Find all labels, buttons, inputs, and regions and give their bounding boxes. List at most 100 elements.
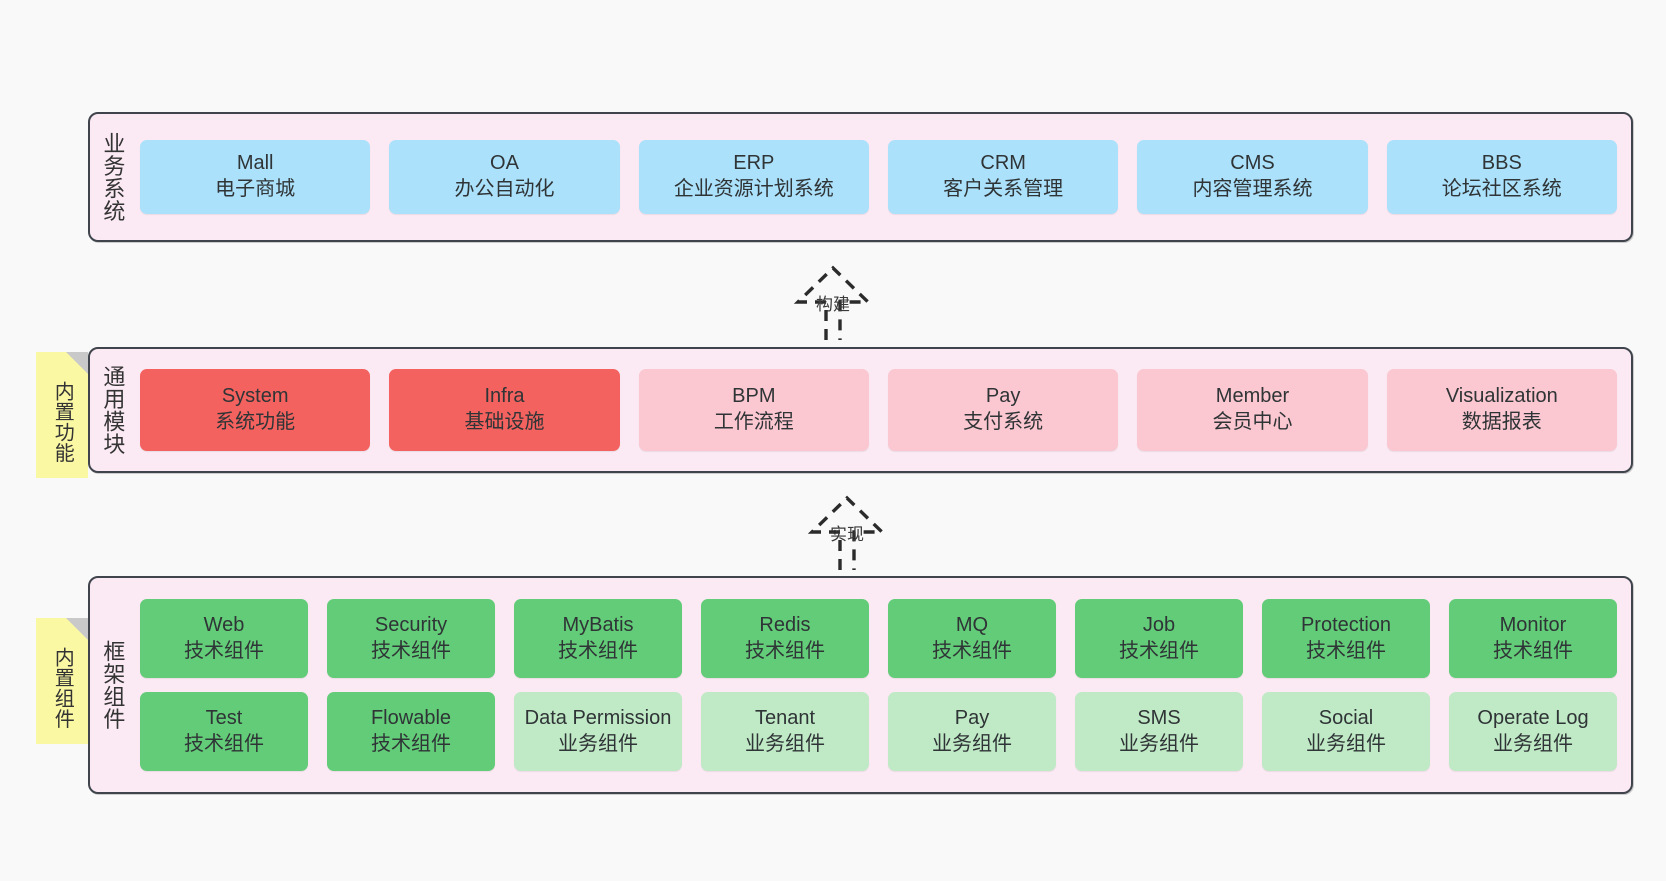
layer-common-modules-body: System 系统功能 Infra 基础设施 BPM 工作流程 Pay 支付系统… [134, 349, 1631, 471]
node-mall-subtitle: 电子商城 [215, 178, 296, 200]
framework-business-row: Test 技术组件 Flowable 技术组件 Data Permission … [140, 692, 1617, 771]
node-crm-subtitle: 客户关系管理 [943, 178, 1064, 200]
node-bpm[interactable]: BPM 工作流程 [638, 369, 869, 451]
node-mq[interactable]: MQ 技术组件 [888, 599, 1056, 678]
node-security-subtitle: 技术组件 [371, 639, 451, 662]
node-redis[interactable]: Redis 技术组件 [701, 599, 869, 678]
node-pay-component-title: Pay [954, 706, 990, 729]
layer-framework-components-label: 框架组件 [100, 640, 126, 730]
node-security-title: Security [374, 613, 448, 636]
layer-framework-components: 框架组件 Web 技术组件 Security 技术组件 MyBatis 技术组件… [88, 576, 1633, 794]
node-web-subtitle: 技术组件 [184, 639, 264, 662]
layer-business-systems: 业务系统 Mall 电子商城 OA 办公自动化 ERP 企业资源计划系统 CRM [88, 112, 1633, 242]
node-monitor-title: Monitor [1499, 613, 1567, 636]
note-fold-corner-icon [66, 352, 88, 374]
node-web[interactable]: Web 技术组件 [140, 599, 308, 678]
node-protection[interactable]: Protection 技术组件 [1262, 599, 1430, 678]
node-mq-title: MQ [955, 613, 989, 636]
common-modules-row: System 系统功能 Infra 基础设施 BPM 工作流程 Pay 支付系统… [140, 369, 1617, 451]
node-social-subtitle: 业务组件 [1306, 732, 1386, 755]
sticky-note-builtin-components: 内置组件 [36, 618, 88, 744]
node-flowable-subtitle: 技术组件 [371, 732, 451, 755]
node-social[interactable]: Social 业务组件 [1262, 692, 1430, 771]
node-sms-subtitle: 业务组件 [1119, 732, 1199, 755]
node-bbs[interactable]: BBS 论坛社区系统 [1386, 140, 1617, 214]
node-erp-subtitle: 企业资源计划系统 [673, 178, 834, 200]
node-pay-component[interactable]: Pay 业务组件 [888, 692, 1056, 771]
node-system[interactable]: System 系统功能 [140, 369, 371, 451]
sticky-note-builtin-functions: 内置功能 [36, 352, 88, 478]
node-operate-log-subtitle: 业务组件 [1493, 732, 1573, 755]
node-visualization-title: Visualization [1445, 385, 1558, 408]
node-flowable-title: Flowable [370, 706, 452, 729]
node-job-subtitle: 技术组件 [1119, 639, 1199, 662]
node-pay-module[interactable]: Pay 支付系统 [887, 369, 1119, 451]
node-pay-module-subtitle: 支付系统 [963, 411, 1044, 433]
node-data-permission[interactable]: Data Permission 业务组件 [514, 692, 682, 771]
node-job-title: Job [1142, 613, 1176, 636]
node-infra-subtitle: 基础设施 [464, 411, 545, 433]
node-erp[interactable]: ERP 企业资源计划系统 [638, 140, 869, 214]
node-protection-title: Protection [1300, 613, 1392, 636]
layer-framework-components-body: Web 技术组件 Security 技术组件 MyBatis 技术组件 Redi… [134, 578, 1631, 792]
layer-common-modules: 通用模块 System 系统功能 Infra 基础设施 BPM 工作流程 Pay [88, 347, 1633, 473]
node-flowable[interactable]: Flowable 技术组件 [327, 692, 495, 771]
node-sms-title: SMS [1137, 706, 1181, 729]
node-monitor[interactable]: Monitor 技术组件 [1449, 599, 1617, 678]
node-tenant[interactable]: Tenant 业务组件 [701, 692, 869, 771]
node-monitor-subtitle: 技术组件 [1493, 639, 1573, 662]
node-mybatis-subtitle: 技术组件 [558, 639, 638, 662]
node-erp-title: ERP [733, 152, 775, 175]
node-web-title: Web [203, 613, 245, 636]
node-mall[interactable]: Mall 电子商城 [140, 140, 371, 214]
node-bbs-subtitle: 论坛社区系统 [1441, 178, 1562, 200]
node-crm-title: CRM [980, 152, 1026, 175]
connector-build: 构建 [758, 262, 908, 342]
node-tenant-subtitle: 业务组件 [745, 732, 825, 755]
node-job[interactable]: Job 技术组件 [1075, 599, 1243, 678]
node-visualization-subtitle: 数据报表 [1461, 411, 1542, 433]
node-data-permission-title: Data Permission [524, 706, 672, 729]
node-crm[interactable]: CRM 客户关系管理 [887, 140, 1119, 214]
node-operate-log-title: Operate Log [1477, 706, 1589, 729]
node-mq-subtitle: 技术组件 [932, 639, 1012, 662]
node-security[interactable]: Security 技术组件 [327, 599, 495, 678]
node-bpm-subtitle: 工作流程 [713, 411, 794, 433]
node-bbs-title: BBS [1481, 152, 1522, 175]
connector-implement-label: 实现 [830, 525, 864, 544]
node-visualization[interactable]: Visualization 数据报表 [1386, 369, 1617, 451]
connector-build-shape [793, 265, 873, 340]
connector-build-label: 构建 [816, 295, 850, 314]
node-mybatis-title: MyBatis [562, 613, 634, 636]
node-oa-title: OA [490, 152, 519, 175]
node-oa[interactable]: OA 办公自动化 [389, 140, 620, 214]
node-system-subtitle: 系统功能 [215, 411, 296, 433]
node-redis-subtitle: 技术组件 [745, 639, 825, 662]
node-member[interactable]: Member 会员中心 [1137, 369, 1368, 451]
framework-tech-row: Web 技术组件 Security 技术组件 MyBatis 技术组件 Redi… [140, 599, 1617, 678]
node-infra[interactable]: Infra 基础设施 [389, 369, 620, 451]
node-test[interactable]: Test 技术组件 [140, 692, 308, 771]
node-redis-title: Redis [759, 613, 811, 636]
note-fold-corner-icon [66, 618, 88, 640]
node-oa-subtitle: 办公自动化 [454, 178, 555, 200]
node-data-permission-subtitle: 业务组件 [558, 732, 638, 755]
sticky-note-builtin-components-label: 内置组件 [51, 647, 74, 729]
node-system-title: System [221, 385, 289, 408]
connector-implement: 实现 [772, 492, 922, 572]
node-cms-subtitle: 内容管理系统 [1192, 178, 1313, 200]
node-cms[interactable]: CMS 内容管理系统 [1137, 140, 1368, 214]
layer-business-systems-body: Mall 电子商城 OA 办公自动化 ERP 企业资源计划系统 CRM 客户关系… [134, 114, 1631, 240]
node-bpm-title: BPM [732, 385, 776, 408]
node-operate-log[interactable]: Operate Log 业务组件 [1449, 692, 1617, 771]
node-sms[interactable]: SMS 业务组件 [1075, 692, 1243, 771]
node-test-title: Test [205, 706, 243, 729]
node-infra-title: Infra [484, 385, 525, 408]
node-cms-title: CMS [1230, 152, 1275, 175]
sticky-note-builtin-functions-label: 内置功能 [51, 381, 74, 463]
layer-business-systems-label: 业务系统 [100, 132, 126, 222]
node-protection-subtitle: 技术组件 [1306, 639, 1386, 662]
node-social-title: Social [1318, 706, 1374, 729]
node-mybatis[interactable]: MyBatis 技术组件 [514, 599, 682, 678]
